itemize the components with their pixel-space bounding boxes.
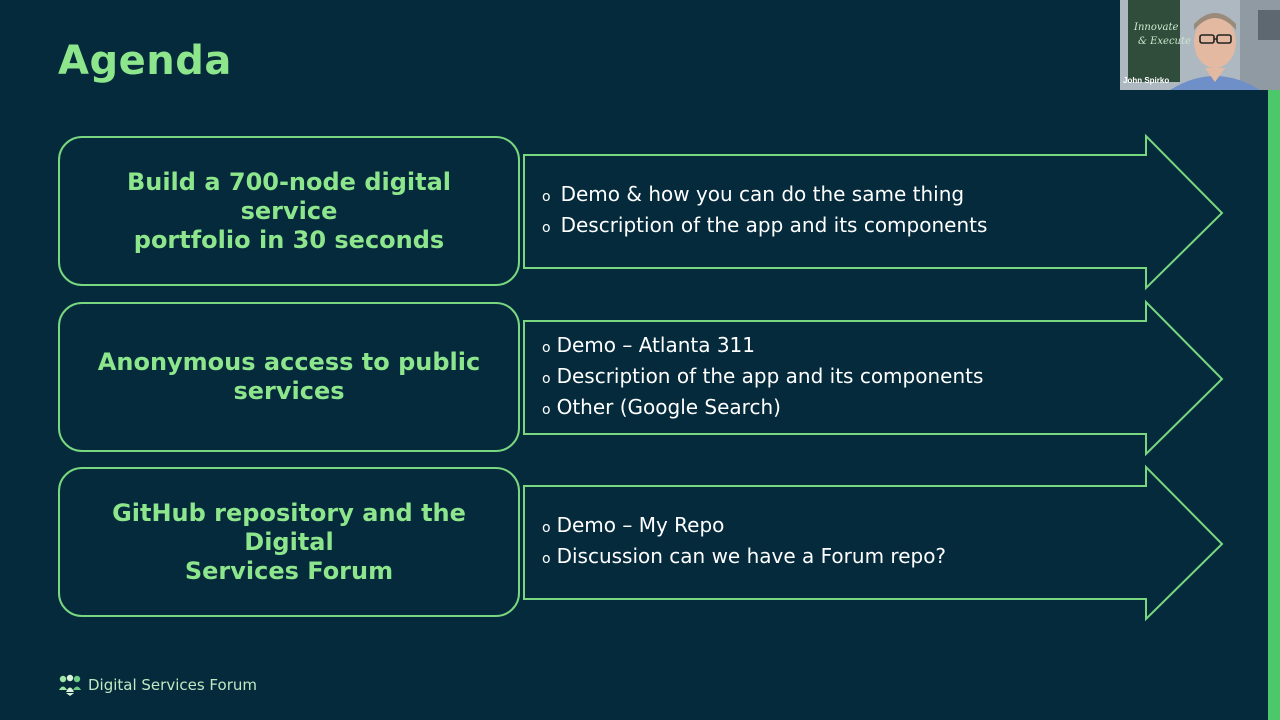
- video-feed: Innovate & Execute: [1120, 0, 1280, 90]
- participant-video-tile[interactable]: Innovate & Execute John Spirko: [1120, 0, 1280, 90]
- bullet-text: Other (Google Search): [556, 394, 781, 419]
- bullet-marker: o: [542, 551, 551, 567]
- agenda-row-2: Anonymous access to public services o De…: [58, 299, 1228, 457]
- topic-title: GitHub repository and the Digital Servic…: [78, 499, 500, 586]
- bullet-text: Demo – Atlanta 311: [556, 332, 756, 357]
- bullet-item: o Demo & how you can do the same thing: [542, 180, 1162, 211]
- bullet-list: o Demo – My Repo o Discussion can we hav…: [542, 467, 1162, 617]
- topic-line: Services Forum: [184, 556, 394, 585]
- bullet-marker: o: [542, 401, 551, 418]
- bullet-marker: o: [542, 339, 551, 356]
- topic-line: GitHub repository and the Digital: [112, 498, 466, 556]
- agenda-row-1: Build a 700-node digital service portfol…: [58, 133, 1228, 291]
- people-group-logo-icon: [59, 674, 81, 696]
- arrow-shape: [523, 299, 1224, 457]
- topic-box: GitHub repository and the Digital Servic…: [58, 467, 520, 617]
- bullet-marker: o: [542, 520, 551, 536]
- agenda-row-3: GitHub repository and the Digital Servic…: [58, 464, 1228, 622]
- bullet-text: Demo & how you can do the same thing: [560, 182, 965, 206]
- slide-side-accent: [1268, 90, 1280, 720]
- participant-name-label: John Spirko: [1123, 76, 1170, 85]
- topic-box: Build a 700-node digital service portfol…: [58, 136, 520, 286]
- topic-title: Anonymous access to public services: [98, 348, 480, 406]
- slide-footer: Digital Services Forum: [58, 674, 257, 696]
- topic-line: Build a 700-node digital service: [126, 167, 452, 225]
- wall-sign-line: & Execute: [1138, 36, 1191, 47]
- bullet-list: o Demo – Atlanta 311 o Description of th…: [542, 302, 1162, 452]
- bullet-marker: o: [542, 370, 551, 387]
- bullet-marker: o: [542, 189, 551, 205]
- bullet-list: o Demo & how you can do the same thing o…: [542, 136, 1162, 286]
- bullet-item: o Description of the app and its compone…: [542, 362, 1162, 393]
- bullet-item: o Demo – Atlanta 311: [542, 331, 1162, 362]
- bullet-text: Description of the app and its component…: [560, 213, 988, 237]
- bullet-item: o Demo – My Repo: [542, 511, 1162, 542]
- arrow-shape: [523, 133, 1224, 291]
- topic-line: Anonymous access to public: [97, 348, 481, 376]
- bullet-marker: o: [542, 220, 551, 236]
- topic-line: services: [233, 377, 345, 405]
- slide-title: Agenda: [58, 38, 232, 84]
- topic-line: portfolio in 30 seconds: [133, 225, 445, 254]
- bullet-text: Description of the app and its component…: [556, 363, 984, 388]
- topic-title: Build a 700-node digital service portfol…: [78, 168, 500, 255]
- bullet-text: Discussion can we have a Forum repo?: [556, 544, 947, 568]
- arrow-shape: [523, 464, 1224, 622]
- bullet-text: Demo – My Repo: [556, 513, 725, 537]
- topic-box: Anonymous access to public services: [58, 302, 520, 452]
- bullet-item: o Other (Google Search): [542, 393, 1162, 424]
- bullet-item: o Description of the app and its compone…: [542, 211, 1162, 242]
- bullet-item: o Discussion can we have a Forum repo?: [542, 542, 1162, 573]
- wall-sign-line: Innovate: [1133, 22, 1178, 33]
- footer-org-name: Digital Services Forum: [88, 676, 257, 694]
